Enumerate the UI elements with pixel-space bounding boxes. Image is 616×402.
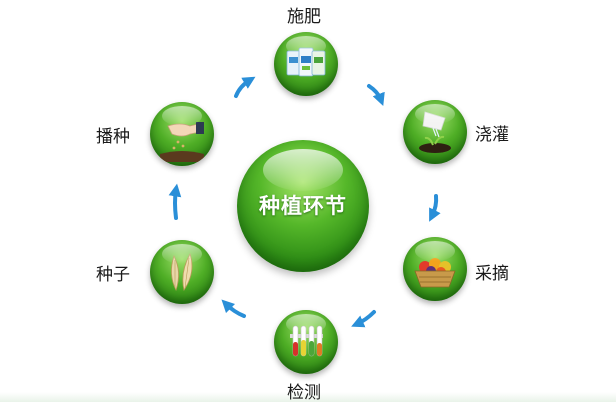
fertilizer-bags-icon (286, 47, 326, 77)
label-seed: 种子 (96, 265, 130, 285)
arrow-test-to-seed (221, 299, 246, 318)
seeds-icon (171, 253, 193, 292)
node-test (274, 310, 338, 374)
node-harvest (403, 237, 467, 301)
node-water (403, 100, 467, 164)
label-test: 检测 (287, 383, 321, 402)
label-sow: 播种 (96, 127, 130, 147)
arrow-fertilize-to-water (367, 84, 385, 106)
node-fertilize (274, 32, 338, 96)
arrow-harvest-to-test (351, 310, 376, 328)
arrow-seed-to-sow (168, 183, 182, 220)
test-tubes-icon (290, 325, 323, 357)
center-label: 种植环节 (259, 194, 347, 218)
label-fertilize: 施肥 (287, 7, 321, 27)
arrow-water-to-harvest (429, 194, 441, 222)
bottom-band (0, 392, 616, 402)
arrow-sow-to-fertilize (234, 76, 256, 98)
label-harvest: 采摘 (475, 264, 509, 284)
sowing-hand-icon (160, 122, 204, 162)
node-seed (150, 240, 214, 304)
label-water: 浇灌 (475, 125, 509, 145)
fruit-basket-icon (414, 258, 456, 288)
watering-icon (419, 111, 451, 153)
node-sow (150, 102, 214, 166)
center-node: 种植环节 (237, 140, 369, 272)
